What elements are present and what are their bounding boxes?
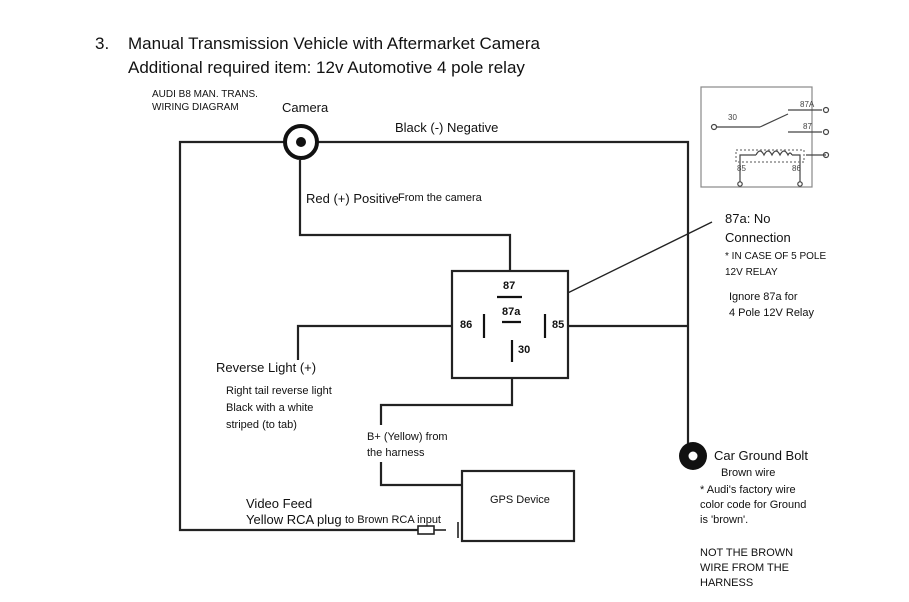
heading-subtitle: Additional required item: 12v Automotive…	[128, 58, 525, 77]
diagram-title-line2: WIRING DIAGRAM	[152, 102, 239, 113]
gps-device-box	[460, 469, 576, 543]
relay-box	[450, 269, 570, 380]
bplus-to-gps-wire	[379, 462, 462, 487]
schematic-pin-87: 87	[803, 122, 812, 131]
relay-pin-87a: 87a	[502, 306, 521, 318]
reverse-light-desc: Right tail reverse light Black with a wh…	[226, 385, 332, 431]
red-positive-wire	[298, 160, 512, 270]
from-camera-label: From the camera	[398, 192, 482, 204]
relay-pin-30: 30	[518, 344, 531, 356]
bplus-label: B+ (Yellow) from the harness	[367, 431, 448, 459]
relay-schematic	[700, 86, 830, 188]
ignore-87a-note: Ignore 87a for 4 Pole 12V Relay	[729, 291, 814, 319]
camera-label: Camera	[282, 100, 329, 115]
ground-note: * Audi's factory wire color code for Gro…	[700, 484, 807, 526]
rca-plug-icon	[417, 525, 446, 535]
schematic-pin-86: 86	[792, 164, 801, 173]
no-connection-label: 87a: No Connection	[725, 211, 791, 245]
not-brown-note: NOT THE BROWN WIRE FROM THE HARNESS	[700, 547, 794, 589]
reverse-light-wire	[296, 324, 452, 360]
video-feed-label: Video Feed	[246, 496, 313, 511]
yellow-rca-label: Yellow RCA plug	[246, 512, 342, 527]
reverse-light-label: Reverse Light (+)	[216, 360, 317, 375]
relay-pin-87: 87	[503, 280, 516, 292]
relay-pin-85: 85	[552, 319, 565, 331]
relay-pin-86: 86	[460, 319, 473, 331]
car-ground-label: Car Ground Bolt	[714, 448, 808, 463]
brown-wire-label: Brown wire	[721, 467, 776, 479]
video-feed-wire	[178, 140, 418, 532]
black-negative-wire	[318, 140, 690, 444]
gps-device-label: GPS Device	[490, 494, 550, 506]
relay-30-wire	[379, 378, 514, 425]
diagram-title-line1: AUDI B8 MAN. TRANS.	[152, 89, 258, 100]
red-positive-label: Red (+) Positive	[306, 191, 399, 206]
heading-number: 3.	[95, 34, 110, 53]
five-pole-note: * IN CASE OF 5 POLE 12V RELAY	[725, 251, 827, 278]
schematic-pin-85: 85	[737, 164, 746, 173]
heading-title: Manual Transmission Vehicle with Afterma…	[128, 34, 540, 53]
schematic-pin-30: 30	[728, 113, 737, 122]
black-negative-label: Black (-) Negative	[395, 120, 499, 135]
schematic-pin-87a: 87A	[800, 100, 815, 109]
to-brown-rca-label: to Brown RCA input	[345, 514, 441, 526]
